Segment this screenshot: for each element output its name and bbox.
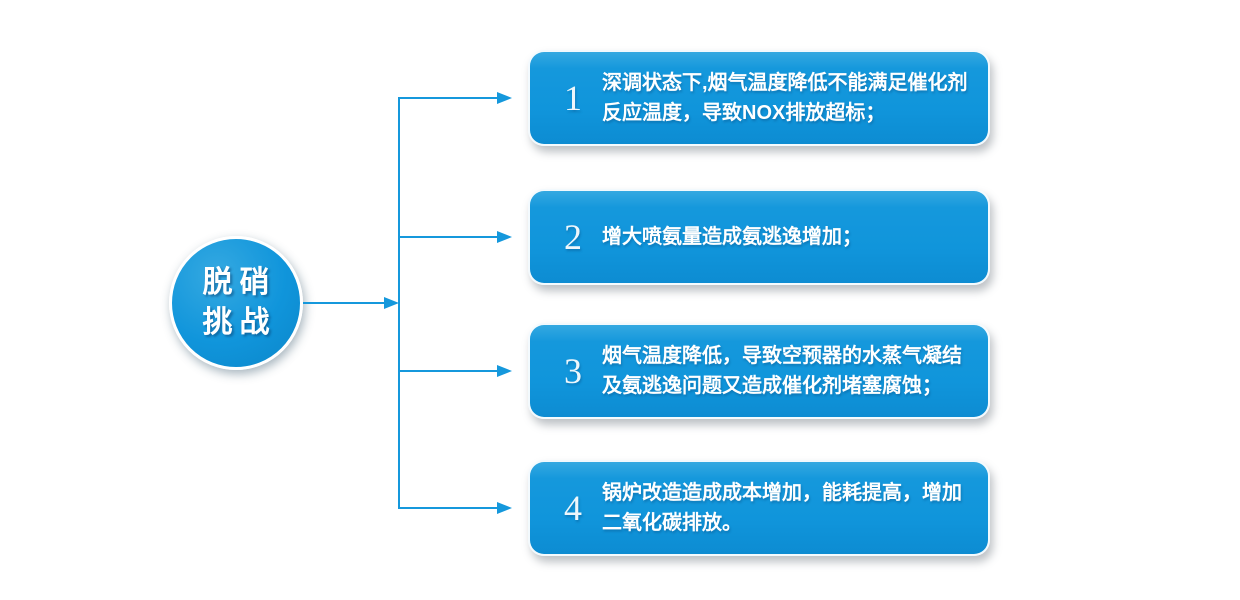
challenge-text-4: 锅炉改造造成成本增加，能耗提高，增加 二氧化碳排放。 bbox=[602, 482, 962, 534]
connector-branch-line-2 bbox=[398, 236, 499, 238]
challenge-number-3: 3 bbox=[564, 351, 582, 391]
root-to-trunk-line bbox=[303, 302, 385, 304]
challenge-text-2: 增大喷氨量造成氨逃逸增加； bbox=[602, 226, 862, 248]
root-arrowhead-icon bbox=[384, 297, 399, 309]
connector-trunk-line bbox=[398, 97, 400, 509]
branch-arrowhead-icon-2 bbox=[497, 231, 512, 243]
branch-arrowhead-icon-4 bbox=[497, 502, 512, 514]
challenge-text-3: 烟气温度降低，导致空预器的水蒸气凝结 及氨逃逸问题又造成催化剂堵塞腐蚀； bbox=[602, 345, 962, 397]
challenge-box-4: 4 锅炉改造造成成本增加，能耗提高，增加 二氧化碳排放。 bbox=[528, 460, 990, 556]
challenge-box-2: 2 增大喷氨量造成氨逃逸增加； bbox=[528, 189, 990, 285]
challenge-number-2: 2 bbox=[564, 217, 582, 257]
root-node-label: 脱硝 挑战 bbox=[202, 266, 277, 339]
branch-arrowhead-icon-1 bbox=[497, 92, 512, 104]
challenge-text-1: 深调状态下,烟气温度降低不能满足催化剂 反应温度，导致NOX排放超标； bbox=[602, 72, 968, 124]
connector-branch-line-4 bbox=[398, 507, 499, 509]
challenge-number-4: 4 bbox=[564, 488, 582, 528]
challenge-number-1: 1 bbox=[564, 78, 582, 118]
connector-branch-line-1 bbox=[398, 97, 499, 99]
root-node-circle: 脱硝 挑战 bbox=[169, 236, 303, 370]
challenge-box-3: 3 烟气温度降低，导致空预器的水蒸气凝结 及氨逃逸问题又造成催化剂堵塞腐蚀； bbox=[528, 323, 990, 419]
challenge-box-1: 1 深调状态下,烟气温度降低不能满足催化剂 反应温度，导致NOX排放超标； bbox=[528, 50, 990, 146]
connector-branch-line-3 bbox=[398, 370, 499, 372]
branch-arrowhead-icon-3 bbox=[497, 365, 512, 377]
